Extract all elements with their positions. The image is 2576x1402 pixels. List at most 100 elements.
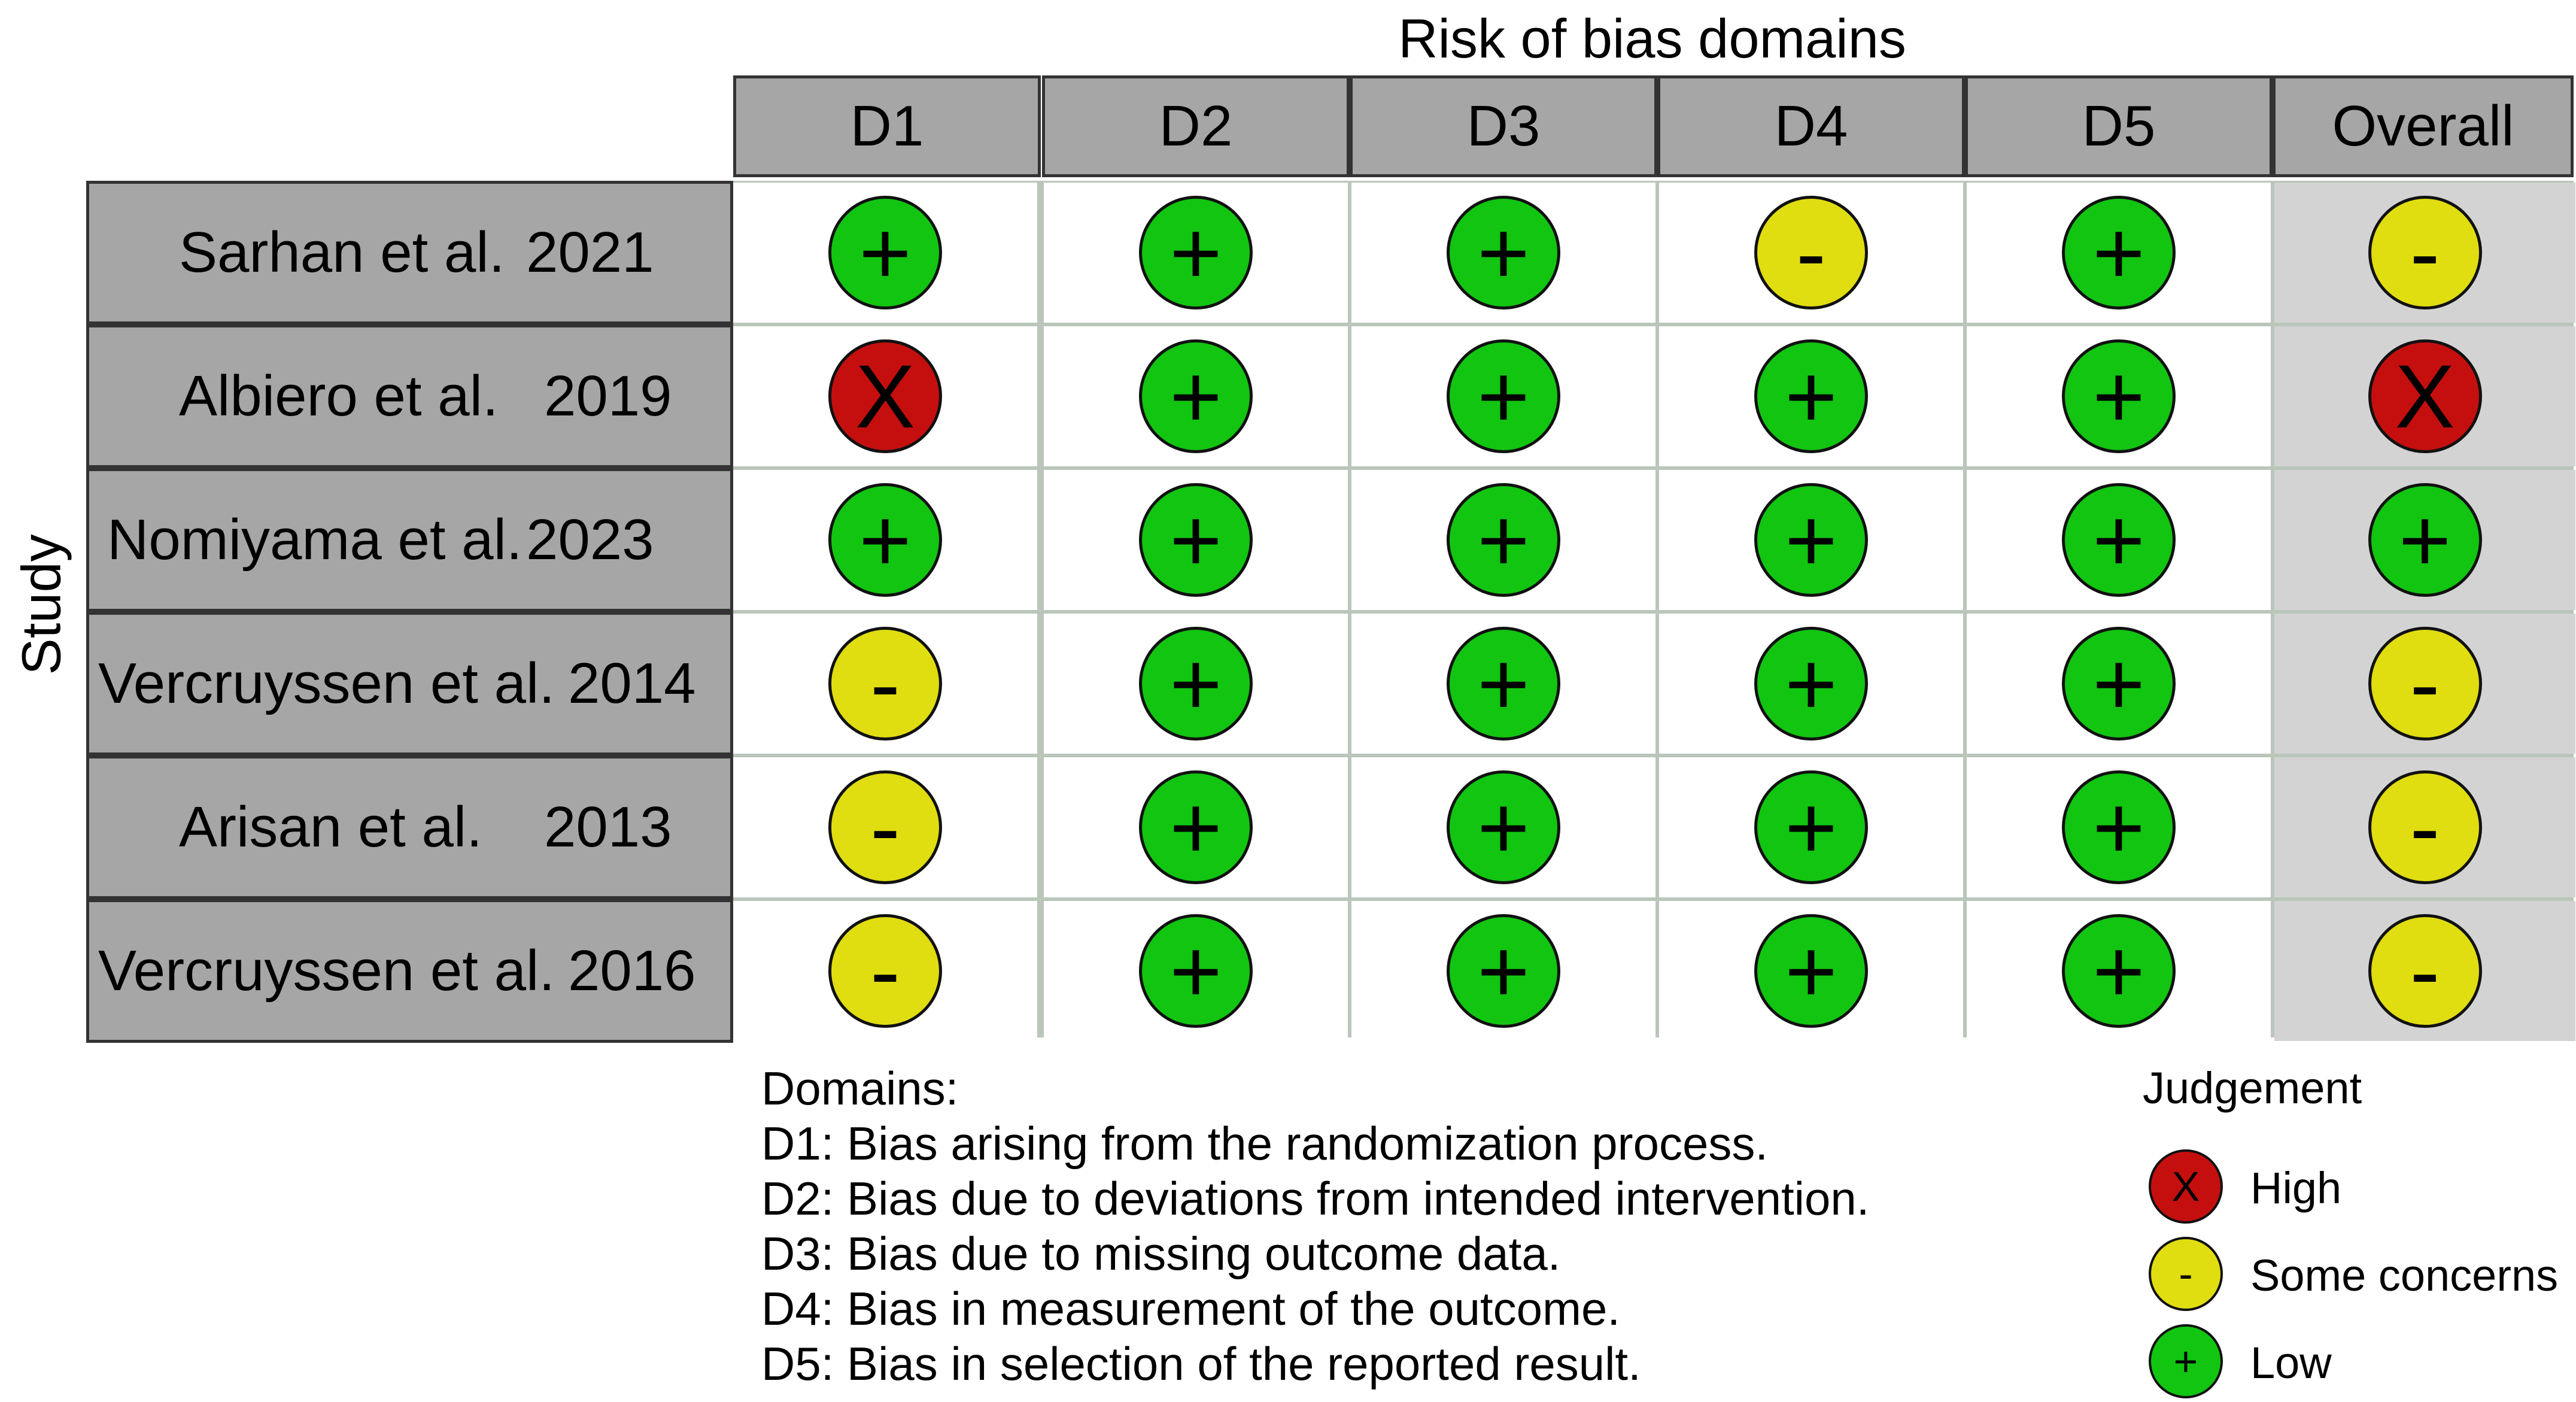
judgement-cell: -	[733, 901, 1037, 1041]
judgement-low-icon: +	[2062, 627, 2176, 741]
judgement-symbol: +	[1477, 777, 1530, 878]
judgement-symbol: +	[1477, 921, 1530, 1021]
judgement-cell: -	[2274, 614, 2575, 754]
judgement-cell: +	[1351, 326, 1655, 466]
judgement-symbol: +	[1169, 346, 1222, 447]
judgement-low-icon: +	[1754, 339, 1868, 453]
judgement-low-icon: +	[2062, 770, 2176, 884]
judgement-cell: -	[2274, 901, 2575, 1041]
judgement-symbol: +	[1169, 633, 1222, 734]
judgement-some-icon: -	[1754, 196, 1868, 309]
judgement-symbol: X	[855, 346, 916, 447]
judgement-low-icon: +	[1754, 770, 1868, 884]
column-header-d4: D4	[1657, 75, 1965, 177]
judgement-symbol: +	[859, 202, 912, 303]
judgement-symbol: +	[1169, 490, 1222, 590]
judgement-cell: +	[733, 470, 1037, 610]
judgement-high-icon: X	[2368, 339, 2482, 453]
judgement-symbol: +	[859, 490, 912, 590]
judgement-cell: -	[1659, 183, 1963, 323]
judgement-low-icon: +	[1447, 627, 1560, 741]
study-name: Arisan et al.	[179, 795, 482, 859]
domains-key: Domains: D1: Bias arising from the rando…	[761, 1061, 1869, 1391]
judgement-symbol: +	[2398, 490, 2452, 590]
judgement-low-icon: +	[1447, 339, 1560, 453]
y-axis-label: Study	[0, 534, 84, 675]
judgement-symbol: +	[2092, 202, 2145, 303]
judgement-low-icon: +	[1447, 914, 1560, 1028]
judgement-low-icon: +	[2062, 339, 2176, 453]
judgement-symbol: +	[1785, 633, 1837, 734]
judgement-low-icon: +	[1447, 196, 1560, 309]
judgement-cell: +	[1044, 326, 1348, 466]
judgement-symbol: -	[870, 777, 900, 878]
judgement-cell: +	[1044, 901, 1348, 1041]
judgement-cell: +	[1659, 326, 1963, 466]
study-year: 2019	[544, 364, 672, 428]
judgement-some-icon: -	[828, 770, 942, 884]
judgement-low-icon: +	[2062, 914, 2176, 1028]
legend-some-icon: -	[2149, 1237, 2223, 1311]
judgement-low-icon: +	[1754, 483, 1868, 597]
legend-title: Judgement	[2143, 1063, 2362, 1113]
study-row-label: Albiero et al.2019	[86, 324, 733, 468]
study-row-label: Vercruyssen et al.2016	[86, 899, 733, 1043]
y-axis-label-text: Study	[11, 534, 72, 675]
column-header-d2: D2	[1042, 75, 1350, 177]
column-header-d5: D5	[1965, 75, 2273, 177]
judgement-low-icon: +	[1754, 914, 1868, 1028]
judgement-cell: +	[1967, 614, 2271, 754]
judgement-symbol: +	[1477, 490, 1530, 590]
judgement-low-icon: +	[1447, 483, 1560, 597]
judgement-symbol: +	[2092, 921, 2145, 1021]
legend-label: Some concerns	[2250, 1251, 2559, 1300]
domain-item-d1: D1: Bias arising from the randomization …	[761, 1117, 1769, 1170]
judgement-low-icon: +	[1139, 770, 1253, 884]
judgement-low-icon: +	[1447, 770, 1560, 884]
judgement-symbol: +	[1477, 346, 1530, 447]
judgement-cell: +	[1659, 757, 1963, 897]
judgement-some-icon: -	[2368, 627, 2482, 741]
judgement-low-icon: +	[1139, 483, 1253, 597]
judgement-cell: +	[1967, 901, 2271, 1041]
study-year: 2023	[526, 508, 654, 572]
judgement-symbol: +	[1785, 921, 1837, 1021]
judgement-low-icon: +	[2368, 483, 2482, 597]
study-name: Vercruyssen et al.	[98, 651, 555, 715]
judgement-cell: +	[2274, 470, 2575, 610]
judgement-symbol: -	[870, 921, 900, 1021]
judgement-low-icon: +	[828, 196, 942, 309]
study-name: Vercruyssen et al.	[98, 939, 555, 1003]
judgement-low-icon: +	[1139, 627, 1253, 741]
judgement-low-icon: +	[1139, 339, 1253, 453]
judgement-symbol: +	[2092, 346, 2145, 447]
judgement-cell: +	[1659, 470, 1963, 610]
judgement-symbol: +	[1169, 202, 1222, 303]
judgement-some-icon: -	[2368, 914, 2482, 1028]
judgement-symbol: -	[870, 633, 900, 734]
judgement-cell: +	[1351, 901, 1655, 1041]
domains-heading: Domains:	[761, 1062, 959, 1115]
judgement-symbol: +	[1477, 633, 1530, 734]
judgement-some-icon: -	[828, 627, 942, 741]
judgement-low-icon: +	[828, 483, 942, 597]
judgement-cell: +	[1967, 757, 2271, 897]
judgement-cell: +	[1351, 183, 1655, 323]
judgement-low-icon: +	[2062, 196, 2176, 309]
legend-symbol: +	[2173, 1338, 2198, 1385]
judgement-cell: +	[1967, 183, 2271, 323]
study-year: 2013	[544, 795, 672, 859]
study-year: 2016	[568, 939, 696, 1003]
legend-label: High	[2250, 1163, 2342, 1213]
judgement-cell: +	[1044, 757, 1348, 897]
domain-item-d5: D5: Bias in selection of the reported re…	[761, 1337, 1641, 1390]
judgement-grid: +++-+-X++++X++++++-++++--++++--++++-	[733, 181, 2575, 1041]
study-year: 2021	[526, 220, 654, 284]
judgement-cell: -	[733, 757, 1037, 897]
legend-low-icon: +	[2149, 1324, 2223, 1398]
domain-item-d3: D3: Bias due to missing outcome data.	[761, 1227, 1561, 1280]
judgement-high-icon: X	[828, 339, 942, 453]
judgement-cell: +	[1351, 614, 1655, 754]
study-year: 2014	[568, 651, 696, 715]
judgement-cell: +	[1659, 614, 1963, 754]
